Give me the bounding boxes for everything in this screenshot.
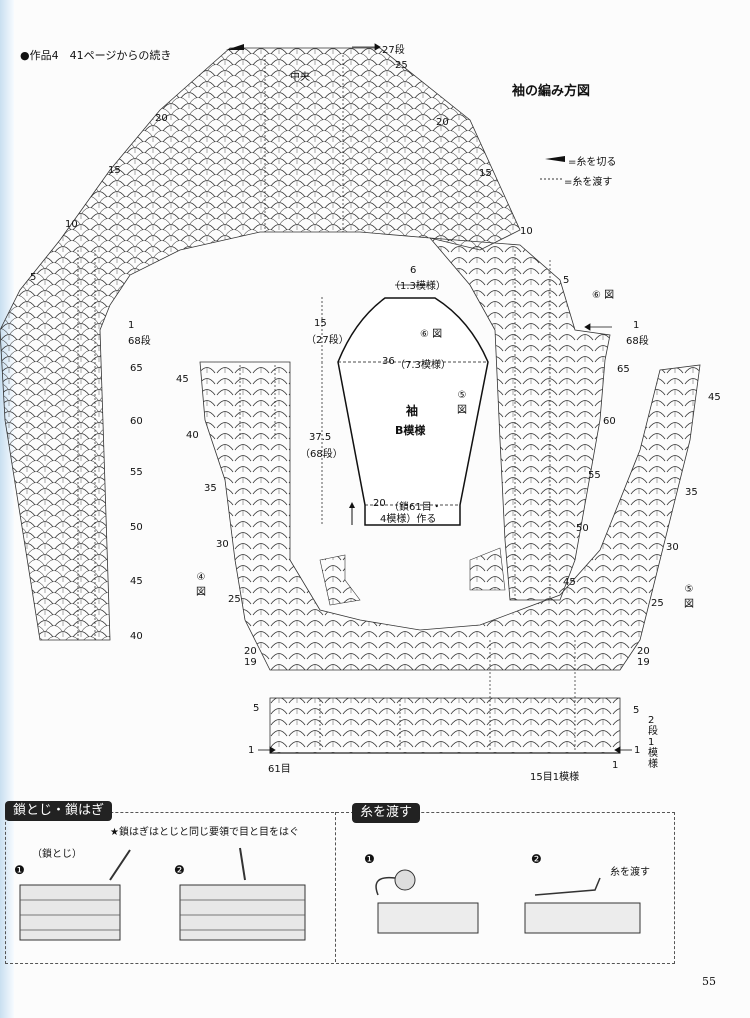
legend-cut-symbol bbox=[545, 156, 565, 162]
sleeve-bottom-width: 20 bbox=[373, 498, 386, 509]
technique-section bbox=[5, 812, 675, 964]
carry-illustration-2 bbox=[524, 877, 641, 934]
carry-illustration-1 bbox=[375, 869, 479, 934]
row-arrows bbox=[258, 43, 632, 754]
pattern-repeat-label: 15目1模様 bbox=[530, 772, 580, 783]
chain-join-step-2: ❷ bbox=[174, 863, 185, 877]
lower-center-stitches bbox=[199, 361, 701, 671]
row-label-left-1: 1 bbox=[128, 320, 135, 331]
row-label-left-50: 50 bbox=[130, 522, 143, 533]
row-label-right-25: 25 bbox=[395, 60, 408, 71]
pattern-side-label: 2段1模様 bbox=[648, 715, 658, 770]
row-label-band-1: 1 bbox=[248, 745, 255, 756]
carry-yarn-title: 糸を渡す bbox=[352, 803, 421, 823]
bottom-stitch-count: 61目 bbox=[268, 764, 291, 775]
join-illustration-1 bbox=[19, 849, 131, 941]
page-title: 袖の編み方図 bbox=[512, 84, 591, 99]
row-label-left-40: 40 bbox=[130, 631, 143, 642]
chain-join-step-1-label: （鎖とじ） bbox=[32, 849, 82, 860]
row-label-left-15: 15 bbox=[108, 165, 121, 176]
row-label-inner-20: 20 bbox=[244, 646, 257, 657]
join-illustration-2 bbox=[179, 847, 306, 941]
sleeve-top-width: 6 bbox=[410, 265, 417, 276]
technique-divider bbox=[335, 812, 336, 962]
row-label-top: 27段 bbox=[382, 45, 405, 56]
sleeve-schematic bbox=[321, 284, 489, 526]
row-label-inner-40: 40 bbox=[186, 430, 199, 441]
row-label-right-68: 68段 bbox=[626, 336, 649, 347]
row-label-right-60: 60 bbox=[603, 416, 616, 427]
figure-6-label: ⑥ 図 bbox=[592, 290, 615, 301]
sleeve-top-motif: （1.3模様） bbox=[390, 281, 446, 292]
figure-5-label: ⑤ 図 bbox=[684, 584, 694, 610]
row-label-inner-45: 45 bbox=[176, 374, 189, 385]
row-label-left-10: 10 bbox=[65, 219, 78, 230]
row-label-left-60: 60 bbox=[130, 416, 143, 427]
row-label-outer-30: 30 bbox=[666, 542, 679, 553]
sleeve-width: 36 bbox=[382, 356, 395, 367]
row-label-outer-35: 35 bbox=[685, 487, 698, 498]
sleeve-bottom-note-1: （鎖61目・ bbox=[389, 502, 442, 513]
sleeve-cap-rows: （27段） bbox=[306, 335, 349, 346]
row-label-right-10: 10 bbox=[520, 226, 533, 237]
carry-yarn-step-1: ❶ bbox=[364, 852, 375, 866]
carry-yarn-step-2: ❷ bbox=[531, 852, 542, 866]
sleeve-figure-5-label: ⑤ 図 bbox=[457, 390, 467, 416]
right-panel-stitches bbox=[429, 237, 611, 601]
sleeve-name: 袖 bbox=[406, 404, 419, 418]
row-label-inner-35: 35 bbox=[204, 483, 217, 494]
center-label: 中央 bbox=[290, 72, 310, 83]
chain-join-step-1: ❶ bbox=[14, 863, 25, 877]
left-panel-stitches bbox=[0, 47, 521, 641]
cut-yarn-mark bbox=[226, 44, 244, 50]
row-label-band-right-1: 1 bbox=[634, 745, 641, 756]
legend-cut-label: =糸を切る bbox=[568, 157, 617, 168]
row-label-left-65: 65 bbox=[130, 363, 143, 374]
row-label-right-55: 55 bbox=[588, 470, 601, 481]
bottom-band-stitches bbox=[269, 697, 621, 754]
carry-yarn-step-2-label: 糸を渡す bbox=[610, 867, 650, 878]
sleeve-bottom-note-2: 4模様）作る bbox=[380, 514, 437, 525]
row-label-outer-19: 19 bbox=[637, 657, 650, 668]
row-label-inner-30: 30 bbox=[216, 539, 229, 550]
work-reference: ●作品4 41ページからの続き bbox=[20, 49, 172, 62]
sleeve-pattern: B模様 bbox=[395, 424, 426, 437]
row-label-band-right-5: 5 bbox=[633, 705, 640, 716]
sleeve-width-motif: （7.3模様） bbox=[395, 360, 451, 371]
page-edge-shadow bbox=[0, 0, 14, 1018]
row-label-outer-45: 45 bbox=[708, 392, 721, 403]
row-label-right-1: 1 bbox=[633, 320, 640, 331]
row-label-left-68: 68段 bbox=[128, 336, 151, 347]
row-label-right-15: 15 bbox=[479, 168, 492, 179]
row-label-band-5: 5 bbox=[253, 703, 260, 714]
column-guides bbox=[77, 55, 576, 752]
row-label-right-65: 65 bbox=[617, 364, 630, 375]
row-label-right-5: 5 bbox=[563, 275, 570, 286]
row-label-right-45: 45 bbox=[563, 577, 576, 588]
row-label-bottom-right-1: 1 bbox=[612, 760, 619, 771]
sleeve-cap-height: 15 bbox=[314, 318, 327, 329]
row-label-outer-20: 20 bbox=[637, 646, 650, 657]
sleeve-body-rows: （68段） bbox=[300, 449, 343, 460]
row-label-right-50: 50 bbox=[576, 523, 589, 534]
row-label-left-55: 55 bbox=[130, 467, 143, 478]
row-label-left-45: 45 bbox=[130, 576, 143, 587]
row-label-inner-19: 19 bbox=[244, 657, 257, 668]
row-label-right-20: 20 bbox=[436, 117, 449, 128]
legend-carry-label: =糸を渡す bbox=[564, 177, 613, 188]
row-label-outer-25: 25 bbox=[651, 598, 664, 609]
row-label-left-20: 20 bbox=[155, 113, 168, 124]
chain-join-note: ★鎖はぎはとじと同じ要領で目と目をはぐ bbox=[110, 827, 299, 838]
row-label-left-5: 5 bbox=[30, 272, 37, 283]
page-number: 55 bbox=[702, 975, 716, 988]
figure-4-label: ④ 図 bbox=[196, 572, 206, 598]
sleeve-figure-6-label: ⑥ 図 bbox=[420, 329, 443, 340]
chain-join-title: 鎖とじ・鎖はぎ bbox=[5, 801, 113, 821]
row-label-inner-25: 25 bbox=[228, 594, 241, 605]
sleeve-body-height: 37.5 bbox=[309, 432, 332, 443]
